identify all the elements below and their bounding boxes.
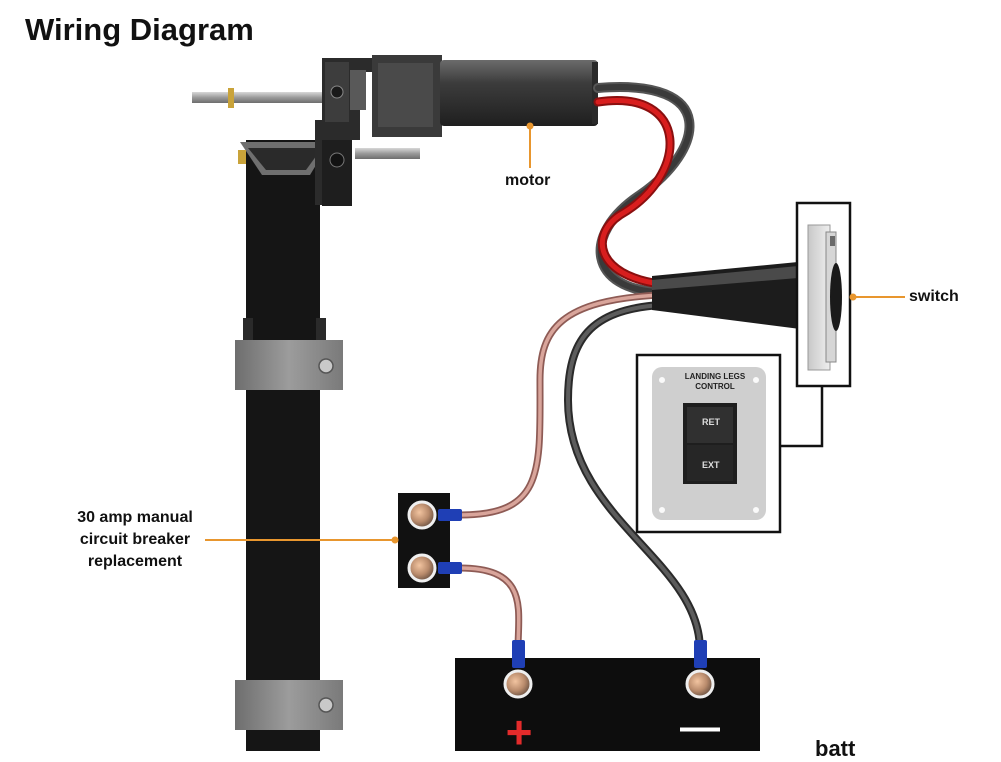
landing-leg (235, 140, 343, 751)
switch-to-breaker-wire (456, 291, 664, 519)
breaker-to-battery-positive-wire (456, 564, 523, 654)
battery-negative-symbol: — (680, 705, 720, 749)
gearbox-bracket (315, 55, 442, 206)
panel-title-line-1: LANDING LEGS (684, 372, 746, 381)
circuit-breaker (398, 493, 462, 588)
panel-title-line-2: CONTROL (695, 382, 735, 391)
switch-component (795, 201, 852, 388)
side-rod (355, 148, 420, 159)
breaker-label-line-1: 30 amp manual (77, 509, 193, 526)
motor-wire-red (593, 96, 675, 289)
battery-positive-symbol: + (506, 706, 533, 751)
leader-lines (205, 122, 905, 544)
motor (440, 60, 598, 126)
breaker-label-line-3: replacement (87, 553, 183, 570)
leg-clamp-upper (235, 340, 343, 390)
battery-label: batt (815, 736, 856, 761)
battery: + — (455, 640, 760, 751)
battery-negative-terminal (685, 669, 715, 699)
rocker-ret-label: RET (702, 417, 720, 427)
breaker-label-line-2: circuit breaker (79, 531, 191, 548)
control-panel (635, 353, 782, 534)
leg-clamp-lower (235, 680, 343, 730)
switch-panel-connector (780, 386, 824, 448)
circuit-breaker-label: 30 amp manual circuit breaker replacemen… (40, 507, 230, 573)
battery-positive-terminal (503, 669, 533, 699)
motor-label: motor (505, 172, 551, 189)
switch-label: switch (909, 288, 959, 305)
drive-rod (192, 92, 332, 103)
rocker-ext-label: EXT (702, 460, 720, 470)
page-title: Wiring Diagram (25, 12, 254, 47)
control-panel-title: LANDING LEGS CONTROL (660, 372, 770, 392)
